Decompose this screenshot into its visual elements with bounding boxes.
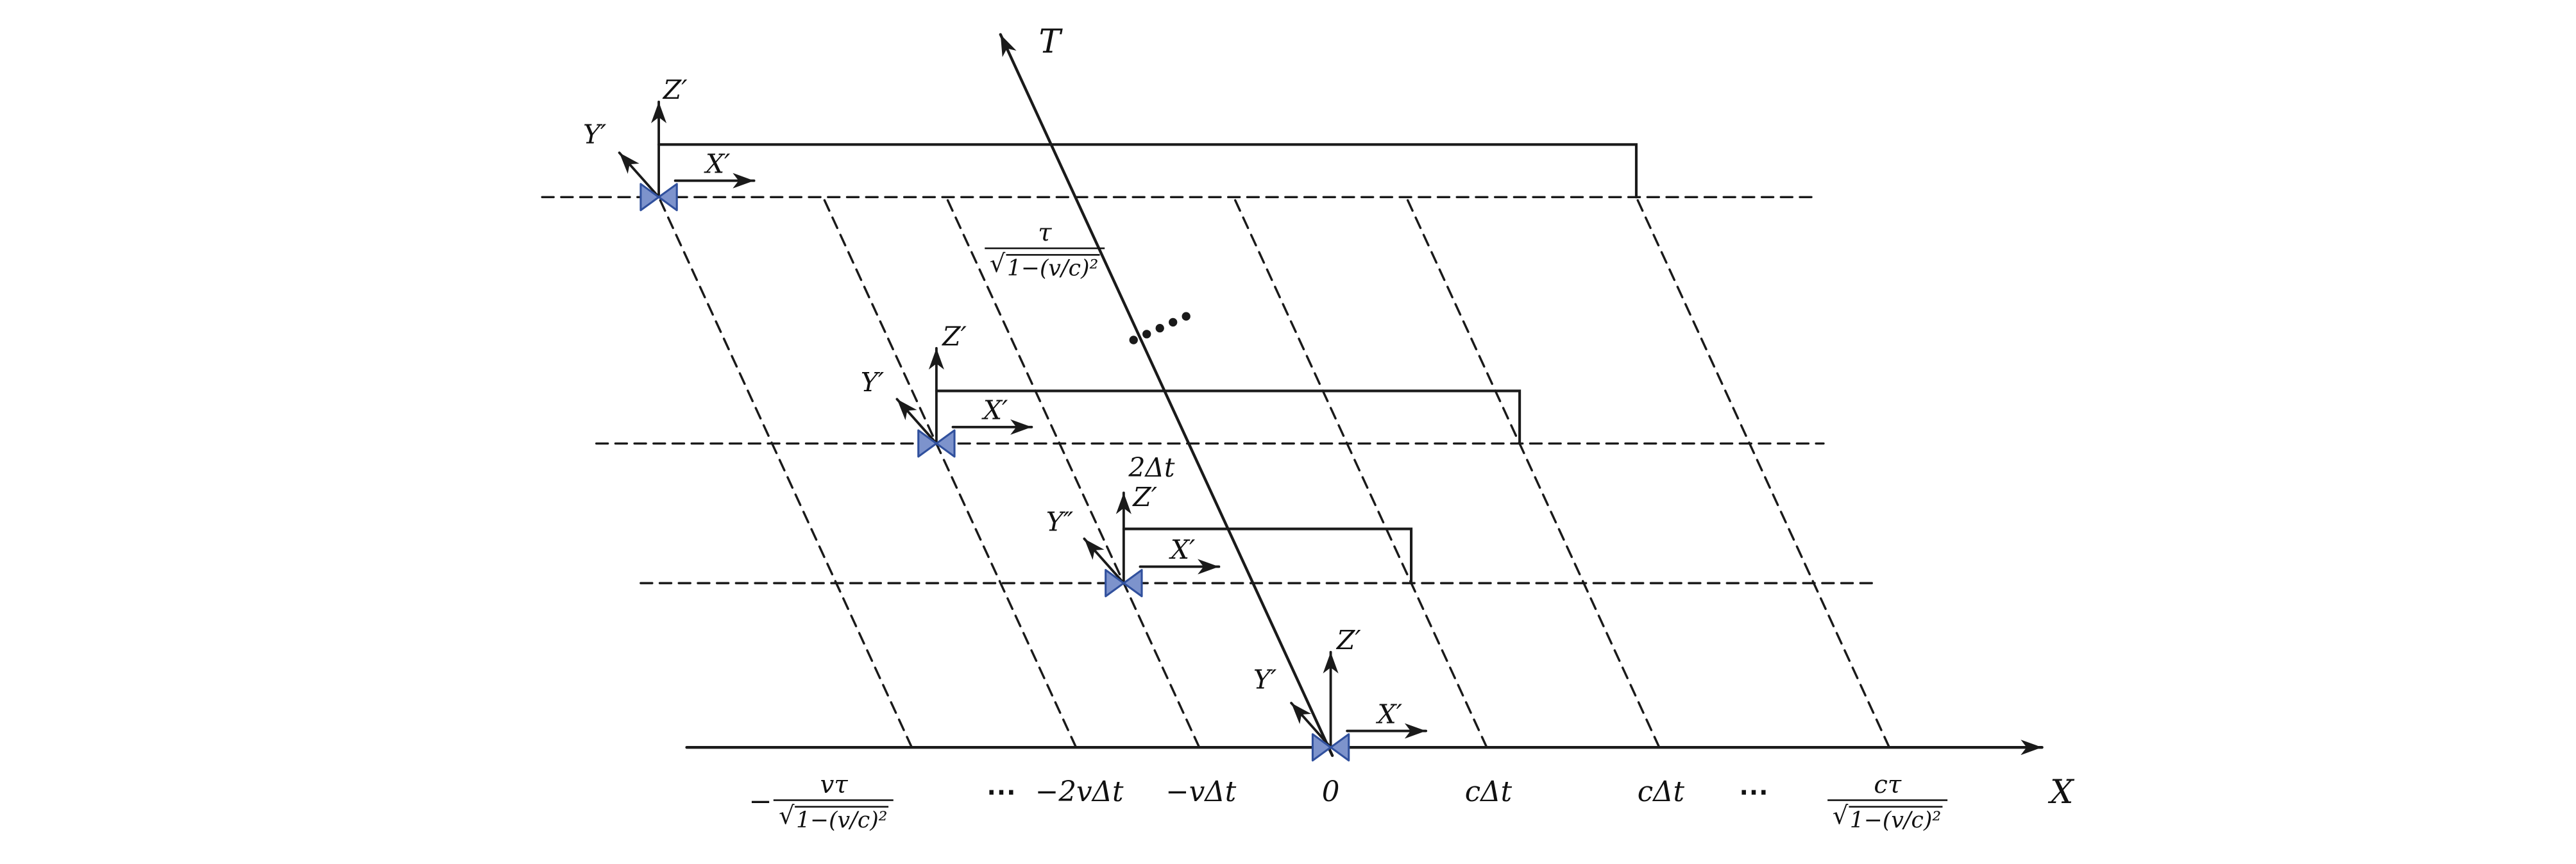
neg-vtau-denominator: 1−(v/c)² (794, 805, 890, 835)
worldline-neg-vtau (657, 196, 913, 749)
frame4-axes (1290, 650, 1428, 749)
ctau-denominator: 1−(v/c)² (1848, 805, 1943, 835)
tick-cdt-2: cΔt (1637, 776, 1685, 809)
two-delta-t-label: 2Δt (1128, 452, 1175, 484)
frame3-y-axis (1083, 538, 1125, 585)
tick-neg-2vdt: −2vΔt (1035, 776, 1124, 809)
origin-marker-frame3 (1105, 569, 1143, 598)
worldline-cdt-1 (1232, 196, 1488, 749)
frame4-x-label: X′ (1377, 698, 1403, 730)
frame2-x-label: X′ (983, 394, 1008, 426)
origin-marker-frame4 (1311, 733, 1350, 762)
pulse-line-top (657, 143, 1638, 199)
frame1-y-axis (618, 151, 660, 199)
pulse-line-lower (1122, 527, 1413, 585)
worldline-neg-2vdt (822, 196, 1078, 749)
frame1-axes (618, 100, 756, 199)
x-axis-label: X (2050, 772, 2074, 812)
frame4-y-axis (1290, 702, 1332, 749)
frame2-y-axis (895, 398, 938, 445)
tick-ellipsis-left: ⋯ (987, 775, 1018, 810)
frame1-y-label: Y′ (582, 118, 607, 150)
frame3-axes (1083, 491, 1221, 585)
tau-numerator: τ (1038, 217, 1052, 248)
pulse-line-middle (935, 389, 1521, 445)
tick-cdt-1: cΔt (1464, 776, 1513, 809)
worldline-cdt-2 (1405, 196, 1661, 749)
frame2-z-label: Z′ (942, 320, 967, 352)
frame3-y-label: Y″ (1046, 506, 1074, 538)
frame1-x-label: X′ (705, 148, 731, 180)
worldline-ctau (1635, 196, 1891, 749)
frame4-y-label: Y′ (1253, 664, 1277, 695)
origin-marker-frame1 (640, 183, 678, 212)
radical-sign: √ (779, 800, 795, 831)
origin-marker-frame2 (917, 429, 956, 458)
neg-vtau-numerator: vτ (820, 770, 848, 800)
t-axis (999, 33, 1334, 758)
minus-sign: − (749, 786, 772, 819)
radical-sign: √ (1832, 800, 1849, 831)
ctau-numerator: cτ (1874, 770, 1902, 800)
tick-neg-vtau-gamma: − vτ √ 1−(v/c)² (749, 770, 894, 835)
frame1-z-label: Z′ (663, 74, 688, 106)
radical-sign: √ (989, 248, 1006, 278)
frame4-z-label: Z′ (1336, 624, 1361, 656)
worldline-neg-vdt (945, 196, 1201, 749)
tick-ellipsis-right: ⋯ (1739, 775, 1770, 810)
frame2-axes (895, 346, 1033, 445)
tau-dilated-label: τ √ 1−(v/c)² (985, 219, 1105, 283)
continuation-dots (1129, 312, 1191, 344)
frame3-z-label: Z′ (1133, 481, 1158, 513)
frame3-x-label: X′ (1170, 534, 1196, 566)
frame2-y-label: Y′ (860, 366, 885, 398)
tick-neg-vdt: −vΔt (1165, 776, 1237, 809)
tau-denominator: 1−(v/c)² (1005, 253, 1100, 284)
t-axis-label: T (1038, 21, 1061, 61)
tick-pos-ctau-gamma: cτ √ 1−(v/c)² (1827, 770, 1948, 835)
tick-zero: 0 (1321, 776, 1340, 809)
